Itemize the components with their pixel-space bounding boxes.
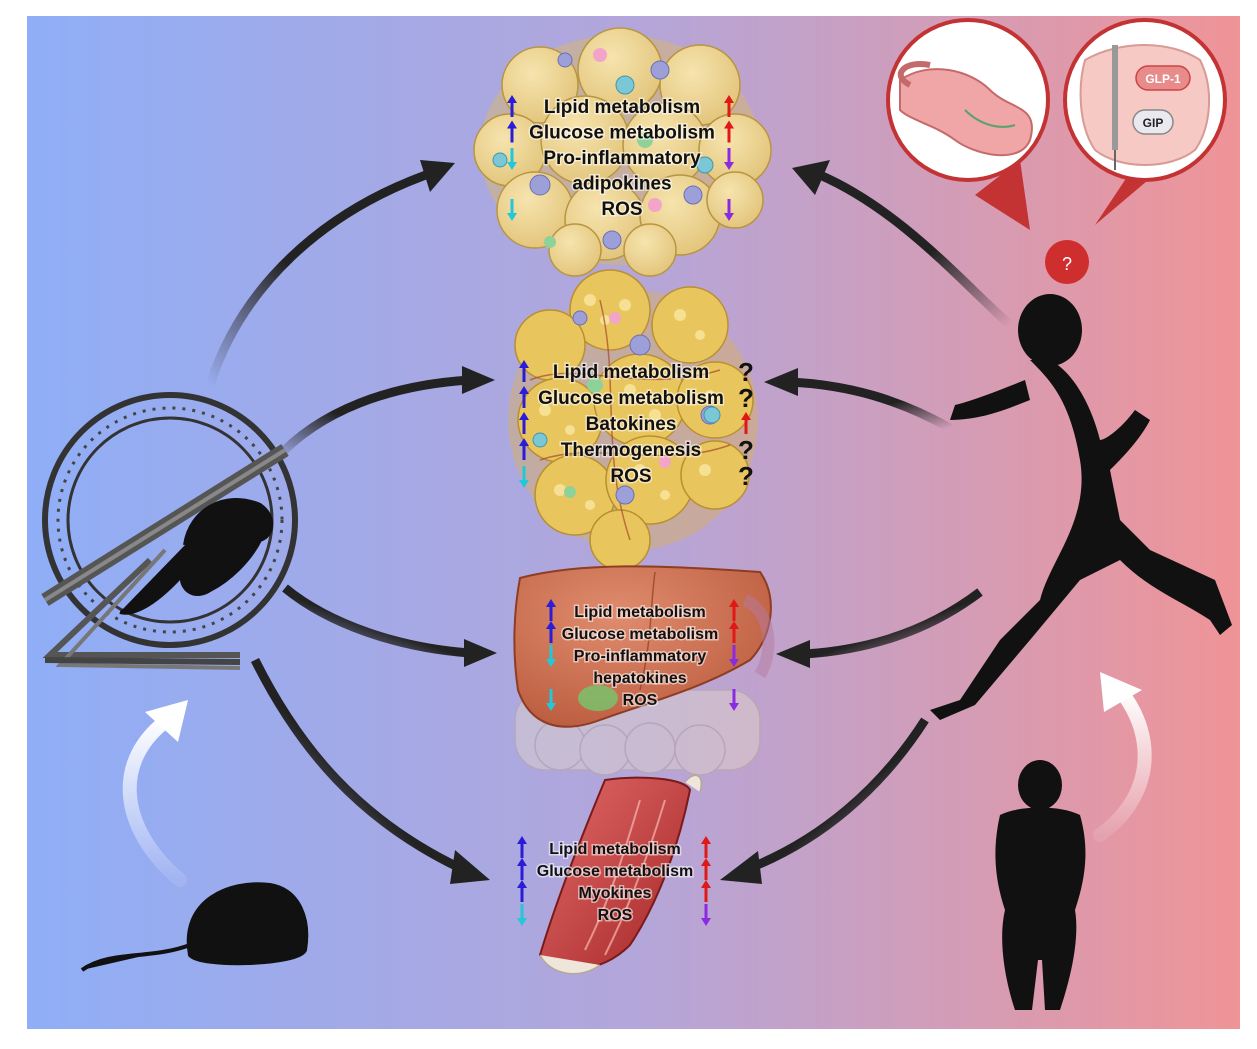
white-adipose-label-4: ROS xyxy=(601,199,642,220)
human-effect-up-arrow-icon xyxy=(729,599,739,621)
mouse-ear xyxy=(256,886,274,904)
brown-adipose-tissue-icon xyxy=(508,269,758,571)
arrow-head xyxy=(462,366,495,394)
human-effect-up-arrow-icon xyxy=(741,412,751,434)
mouse-effect-up-arrow-icon xyxy=(517,836,527,858)
muscle-label-2: Myokines xyxy=(579,885,652,902)
arrow-human-to-liver xyxy=(804,588,983,659)
liver-label-3: hepatokines xyxy=(593,670,686,687)
human-effect-down-arrow-icon xyxy=(729,689,739,711)
mouse-effect-up-arrow-icon xyxy=(507,95,517,117)
muscle-label-0: Lipid metabolism xyxy=(549,841,681,858)
human-effect-down-arrow-icon xyxy=(724,148,734,170)
brown-adipose-label-4: ROS xyxy=(610,466,651,487)
mouse-effect-up-arrow-icon xyxy=(546,621,556,643)
arrow-mouse-to-brown-adipose xyxy=(271,375,471,464)
mouse-effect-up-arrow-icon xyxy=(546,599,556,621)
arrow-head xyxy=(464,639,497,667)
white-arrow-mouse-icon xyxy=(122,711,187,887)
mouse-effect-up-arrow-icon xyxy=(517,858,527,880)
human-effect-up-arrow-icon xyxy=(701,836,711,858)
mouse-effect-down-arrow-icon xyxy=(507,199,517,221)
connection-arrows xyxy=(205,160,1014,884)
mouse-effect-down-arrow-icon xyxy=(546,645,556,667)
unknown-effect-question-mark: ? xyxy=(738,435,754,465)
white-adipose-tissue-icon xyxy=(473,27,772,277)
mouse-effect-up-arrow-icon xyxy=(507,120,517,143)
question-badge-label: ? xyxy=(1062,254,1072,274)
brown-adipose-label-2: Batokines xyxy=(586,414,677,435)
arrow-human-to-muscle xyxy=(748,717,929,873)
brown-adipose-label-3: Thermogenesis xyxy=(561,440,701,461)
brown-adipose-label-1: Glucose metabolism xyxy=(538,388,724,409)
mouse-effect-up-arrow-icon xyxy=(517,880,527,902)
human-effect-up-arrow-icon xyxy=(724,120,734,143)
human-effect-up-arrow-icon xyxy=(701,858,711,880)
brown-adipose-labels: Lipid metabolism? Glucose metabolism? Bato… xyxy=(519,357,754,491)
arrow-human-to-brown-adipose xyxy=(789,377,953,432)
mouse-effect-up-arrow-icon xyxy=(519,360,529,382)
glp1-pill xyxy=(1135,65,1191,91)
white-adipose-label-3: adipokines xyxy=(572,174,671,195)
obese-person-icon xyxy=(995,760,1086,1010)
human-effect-down-arrow-icon xyxy=(701,904,711,926)
glp1-label: GLP-1 xyxy=(1145,72,1181,86)
arrow-head xyxy=(776,640,810,668)
mouse-effect-down-arrow-icon xyxy=(517,904,527,926)
mouse-effect-down-arrow-icon xyxy=(546,689,556,711)
skeletal-muscle-icon xyxy=(538,774,702,975)
gip-pill xyxy=(1132,109,1174,135)
arrow-mouse-to-white-adipose xyxy=(205,165,442,387)
arrow-mouse-to-muscle xyxy=(250,657,462,873)
brown-adipose-label-0: Lipid metabolism xyxy=(553,362,709,383)
running-person-icon xyxy=(930,294,1232,720)
white-adipose-label-0: Lipid metabolism xyxy=(544,97,700,118)
white-adipose-label-2: Pro-inflammatory xyxy=(543,148,701,169)
white-arrow-human-icon xyxy=(1093,683,1152,842)
liver-label-0: Lipid metabolism xyxy=(574,604,706,621)
mouse-effect-down-arrow-icon xyxy=(507,148,517,170)
arrow-head xyxy=(420,160,455,192)
human-effect-up-arrow-icon xyxy=(729,621,739,643)
unknown-effect-question-mark: ? xyxy=(738,383,754,413)
arrow-head xyxy=(792,160,830,195)
arrow-head xyxy=(764,368,798,396)
stomach-inset xyxy=(886,18,1050,230)
white-arrow-head xyxy=(145,700,188,742)
mouse-effect-down-arrow-icon xyxy=(519,466,529,488)
muscle-label-1: Glucose metabolism xyxy=(537,863,694,880)
human-effect-up-arrow-icon xyxy=(701,880,711,902)
mouse-running-wheel-icon xyxy=(41,392,298,670)
incretin-inset: GLP-1 GIP xyxy=(1063,18,1227,225)
human-effect-down-arrow-icon xyxy=(724,199,734,221)
liver-label-2: Pro-inflammatory xyxy=(574,648,707,665)
intestine-incretin-icon xyxy=(1079,44,1211,170)
mouse-effect-up-arrow-icon xyxy=(519,412,529,434)
unknown-effect-question-mark: ? xyxy=(738,357,754,387)
gip-label: GIP xyxy=(1143,116,1164,130)
stomach-icon xyxy=(897,61,1033,157)
liver-icon xyxy=(513,565,775,776)
arrow-mouse-to-liver xyxy=(282,584,471,658)
white-adipose-label-1: Glucose metabolism xyxy=(529,123,715,144)
mouse-effect-up-arrow-icon xyxy=(519,386,529,408)
unknown-effect-question-mark: ? xyxy=(738,461,754,491)
arrow-head xyxy=(450,850,490,884)
obese-mouse-icon xyxy=(80,882,309,972)
question-badge xyxy=(1045,240,1089,284)
arrow-human-to-white-adipose xyxy=(818,170,1014,329)
white-arrow-head xyxy=(1100,672,1142,712)
human-effect-down-arrow-icon xyxy=(729,645,739,667)
liver-label-4: ROS xyxy=(623,692,658,709)
liver-label-1: Glucose metabolism xyxy=(562,626,719,643)
muscle-label-3: ROS xyxy=(598,907,633,924)
mouse-effect-up-arrow-icon xyxy=(519,438,529,460)
human-effect-up-arrow-icon xyxy=(724,95,734,117)
arrow-head xyxy=(720,851,762,884)
